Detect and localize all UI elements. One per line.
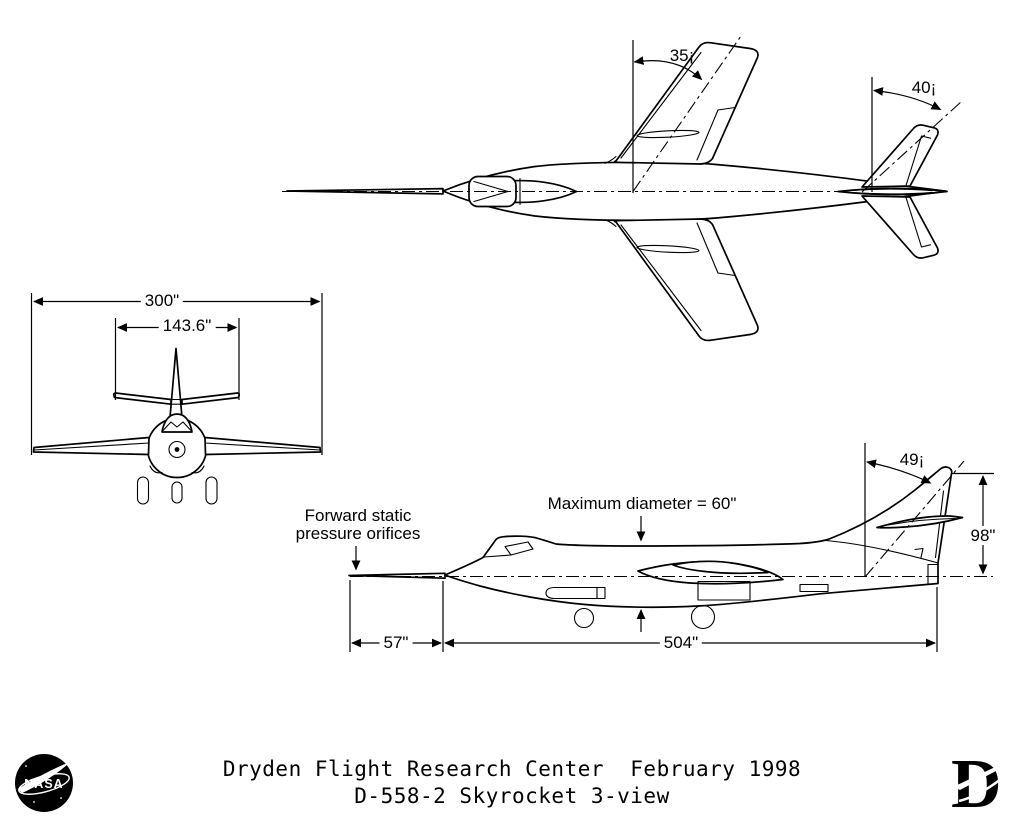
static-orifices-label-line2: pressure orifices — [295, 524, 421, 543]
dryden-logo: D — [951, 746, 1002, 816]
drawing-title-line2: D-558-2 Skyrocket 3-view — [354, 784, 670, 808]
wing-sweep-angle-label: 35¡ — [669, 46, 695, 65]
tail-sweep-angle-label: 40¡ — [911, 78, 937, 97]
wingspan-dimension-label: 300" — [140, 291, 184, 310]
top-view — [282, 35, 963, 342]
drawing-title-line1: Dryden Flight Research Center February 1… — [222, 757, 802, 781]
body-length-dimension-label: 504" — [659, 633, 703, 652]
max-diameter-label: Maximum diameter = 60" — [547, 494, 737, 513]
tail-height-dimension-label: 98" — [966, 526, 1000, 545]
side-view — [348, 443, 994, 652]
nasa-logo-text: NASA — [24, 777, 63, 791]
static-orifices-label-line1: Forward static — [304, 506, 412, 525]
fin-sweep-angle-label: 49¡ — [899, 450, 925, 469]
nose-length-dimension-label: 57" — [379, 633, 413, 652]
front-view — [30, 293, 323, 505]
tailplane-span-dimension-label: 143.6" — [158, 316, 216, 335]
nasa-meatball-logo: NASA — [15, 754, 73, 812]
